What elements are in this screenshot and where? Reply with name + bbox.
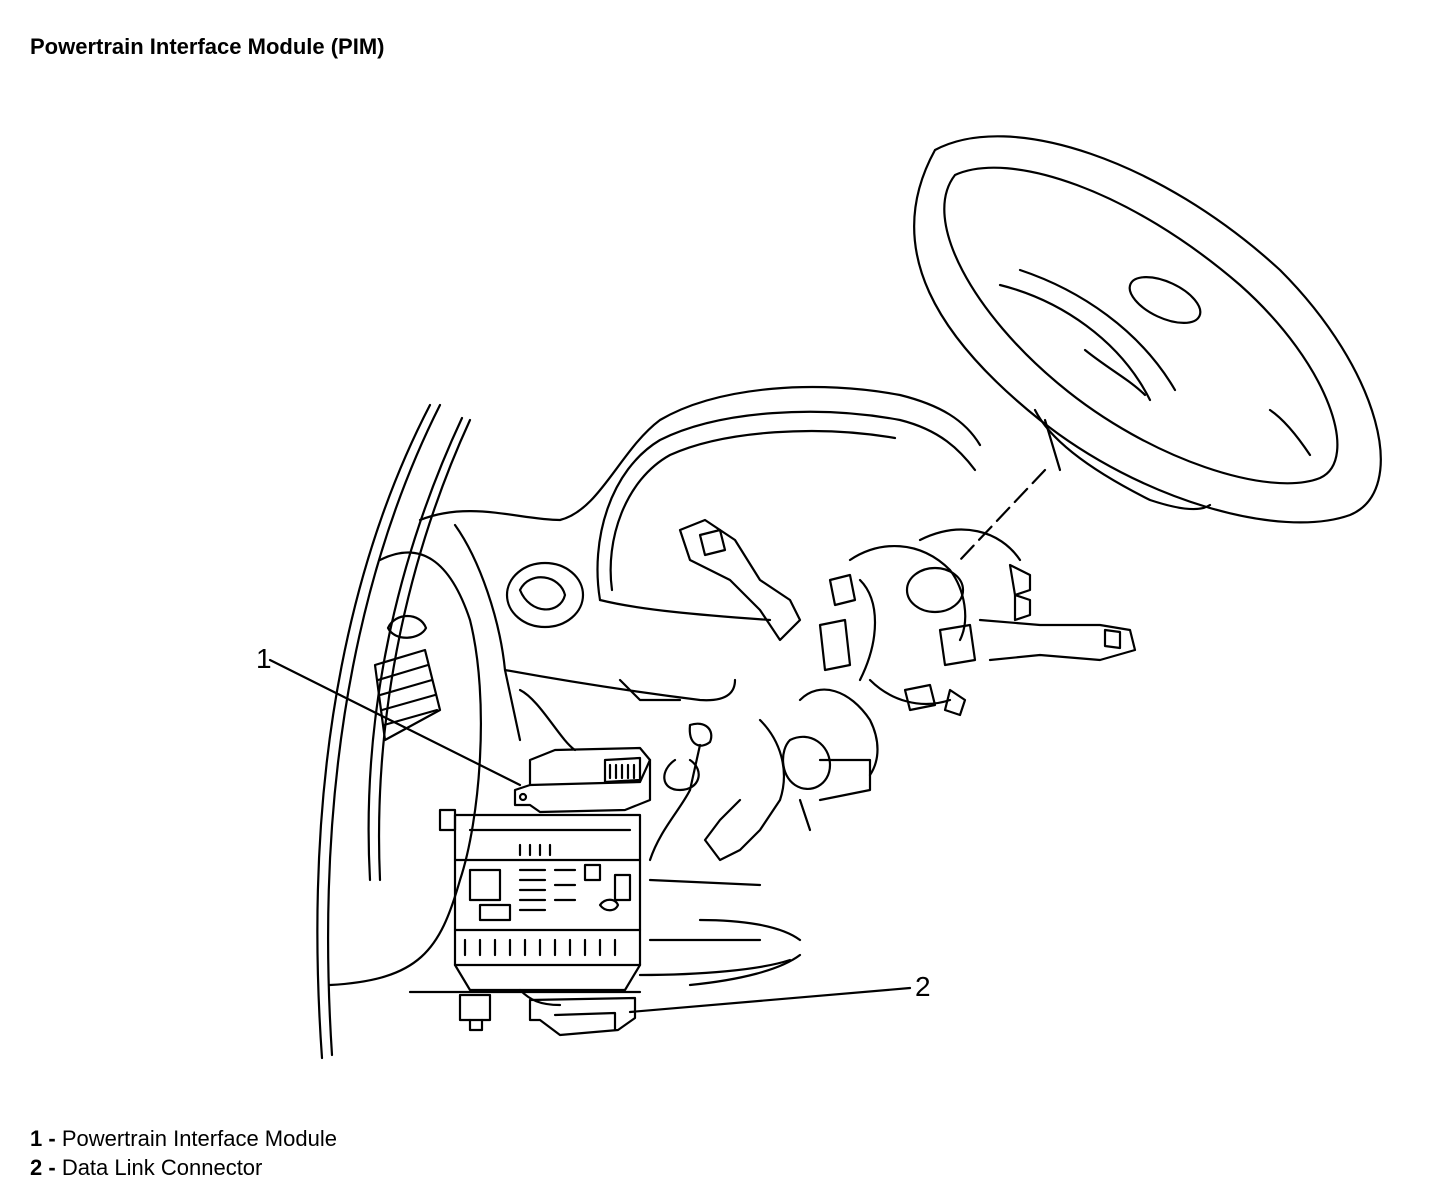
legend-item-1: 1 - Powertrain Interface Module xyxy=(30,1124,337,1153)
legend-separator: - xyxy=(42,1126,62,1151)
fuse-block xyxy=(438,808,642,992)
legend-label: Data Link Connector xyxy=(61,1155,263,1180)
diagram-title: Powertrain Interface Module (PIM) xyxy=(30,34,385,59)
steering-axis xyxy=(958,468,1047,562)
legend-number: 1 xyxy=(30,1126,43,1151)
dash-knob xyxy=(505,561,585,629)
callout-2-leader xyxy=(628,986,912,1014)
legend-number: 2 xyxy=(30,1155,43,1180)
callout-1-number: 1 xyxy=(256,643,272,674)
column-wiring xyxy=(703,528,1032,862)
data-link-connector xyxy=(458,988,637,1037)
left-stalk xyxy=(678,518,802,642)
legend-label: Powertrain Interface Module xyxy=(61,1126,337,1151)
lower-panel xyxy=(408,878,802,994)
steering-wheel xyxy=(913,135,1382,524)
legend: 1 - Powertrain Interface Module 2 - Data… xyxy=(30,1124,337,1182)
right-stalk xyxy=(978,618,1137,662)
callout-2-number: 2 xyxy=(915,971,931,1002)
legend-item-2: 2 - Data Link Connector xyxy=(30,1153,337,1182)
a-pillar-trim xyxy=(316,403,472,1060)
dashboard-contour xyxy=(418,385,982,752)
callout-1-leader xyxy=(268,658,522,787)
underdash-bracket xyxy=(648,722,713,862)
legend-separator: - xyxy=(42,1155,62,1180)
powertrain-interface-module xyxy=(513,746,652,814)
side-vent xyxy=(328,551,482,987)
